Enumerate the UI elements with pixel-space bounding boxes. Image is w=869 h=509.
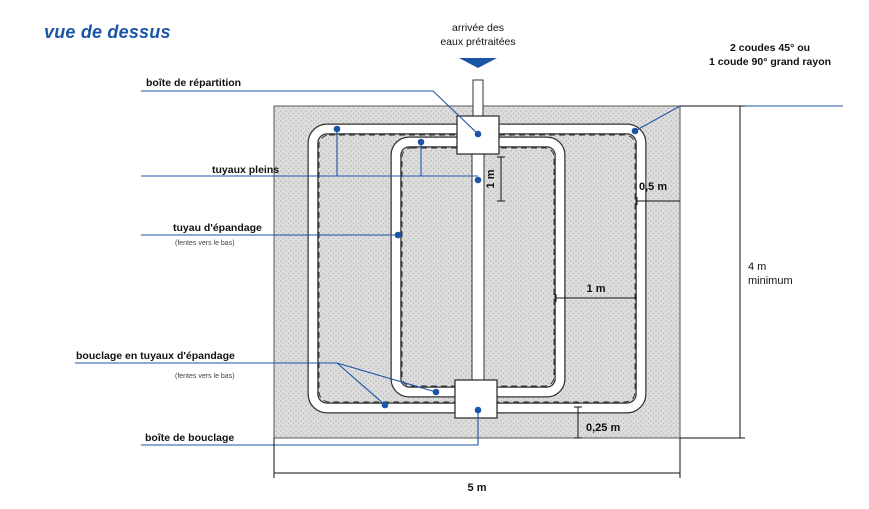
dimension-lines [273, 105, 745, 478]
dim-1m-horizontal: 1 m [587, 283, 606, 295]
spreading-pipe-label: tuyau d'épandage [173, 222, 262, 234]
inlet-label-line1: arrivée des [452, 22, 504, 34]
elbows-label-line2: 1 coude 90° grand rayon [709, 56, 831, 68]
inlet-pipe [472, 79, 484, 119]
spreading-pipe-note: (fentes vers le bas) [175, 240, 235, 247]
dim-025m: 0,25 m [586, 422, 620, 434]
dim-1m-vertical: 1 m [485, 169, 497, 188]
elbows-label-line1: 2 coudes 45° ou [730, 42, 810, 54]
loop-label: bouclage en tuyaux d'épandage [76, 350, 235, 362]
dim-4m-sub: minimum [748, 275, 793, 287]
inlet-arrow [459, 58, 497, 68]
dim-4m: 4 m [748, 261, 766, 273]
dim-5m: 5 m [468, 482, 487, 494]
central-pipe [471, 151, 485, 389]
distribution-box-label: boîte de répartition [146, 77, 241, 89]
leader-dots [333, 125, 639, 414]
solid-pipes-label: tuyaux pleins [212, 164, 279, 176]
diagram-title: vue de dessus [44, 22, 171, 42]
inlet-label-line2: eaux prétraitées [440, 36, 515, 48]
loop-note: (fentes vers le bas) [175, 373, 235, 380]
dim-05m: 0,5 m [639, 181, 667, 193]
loop-box-label: boîte de bouclage [145, 432, 234, 444]
